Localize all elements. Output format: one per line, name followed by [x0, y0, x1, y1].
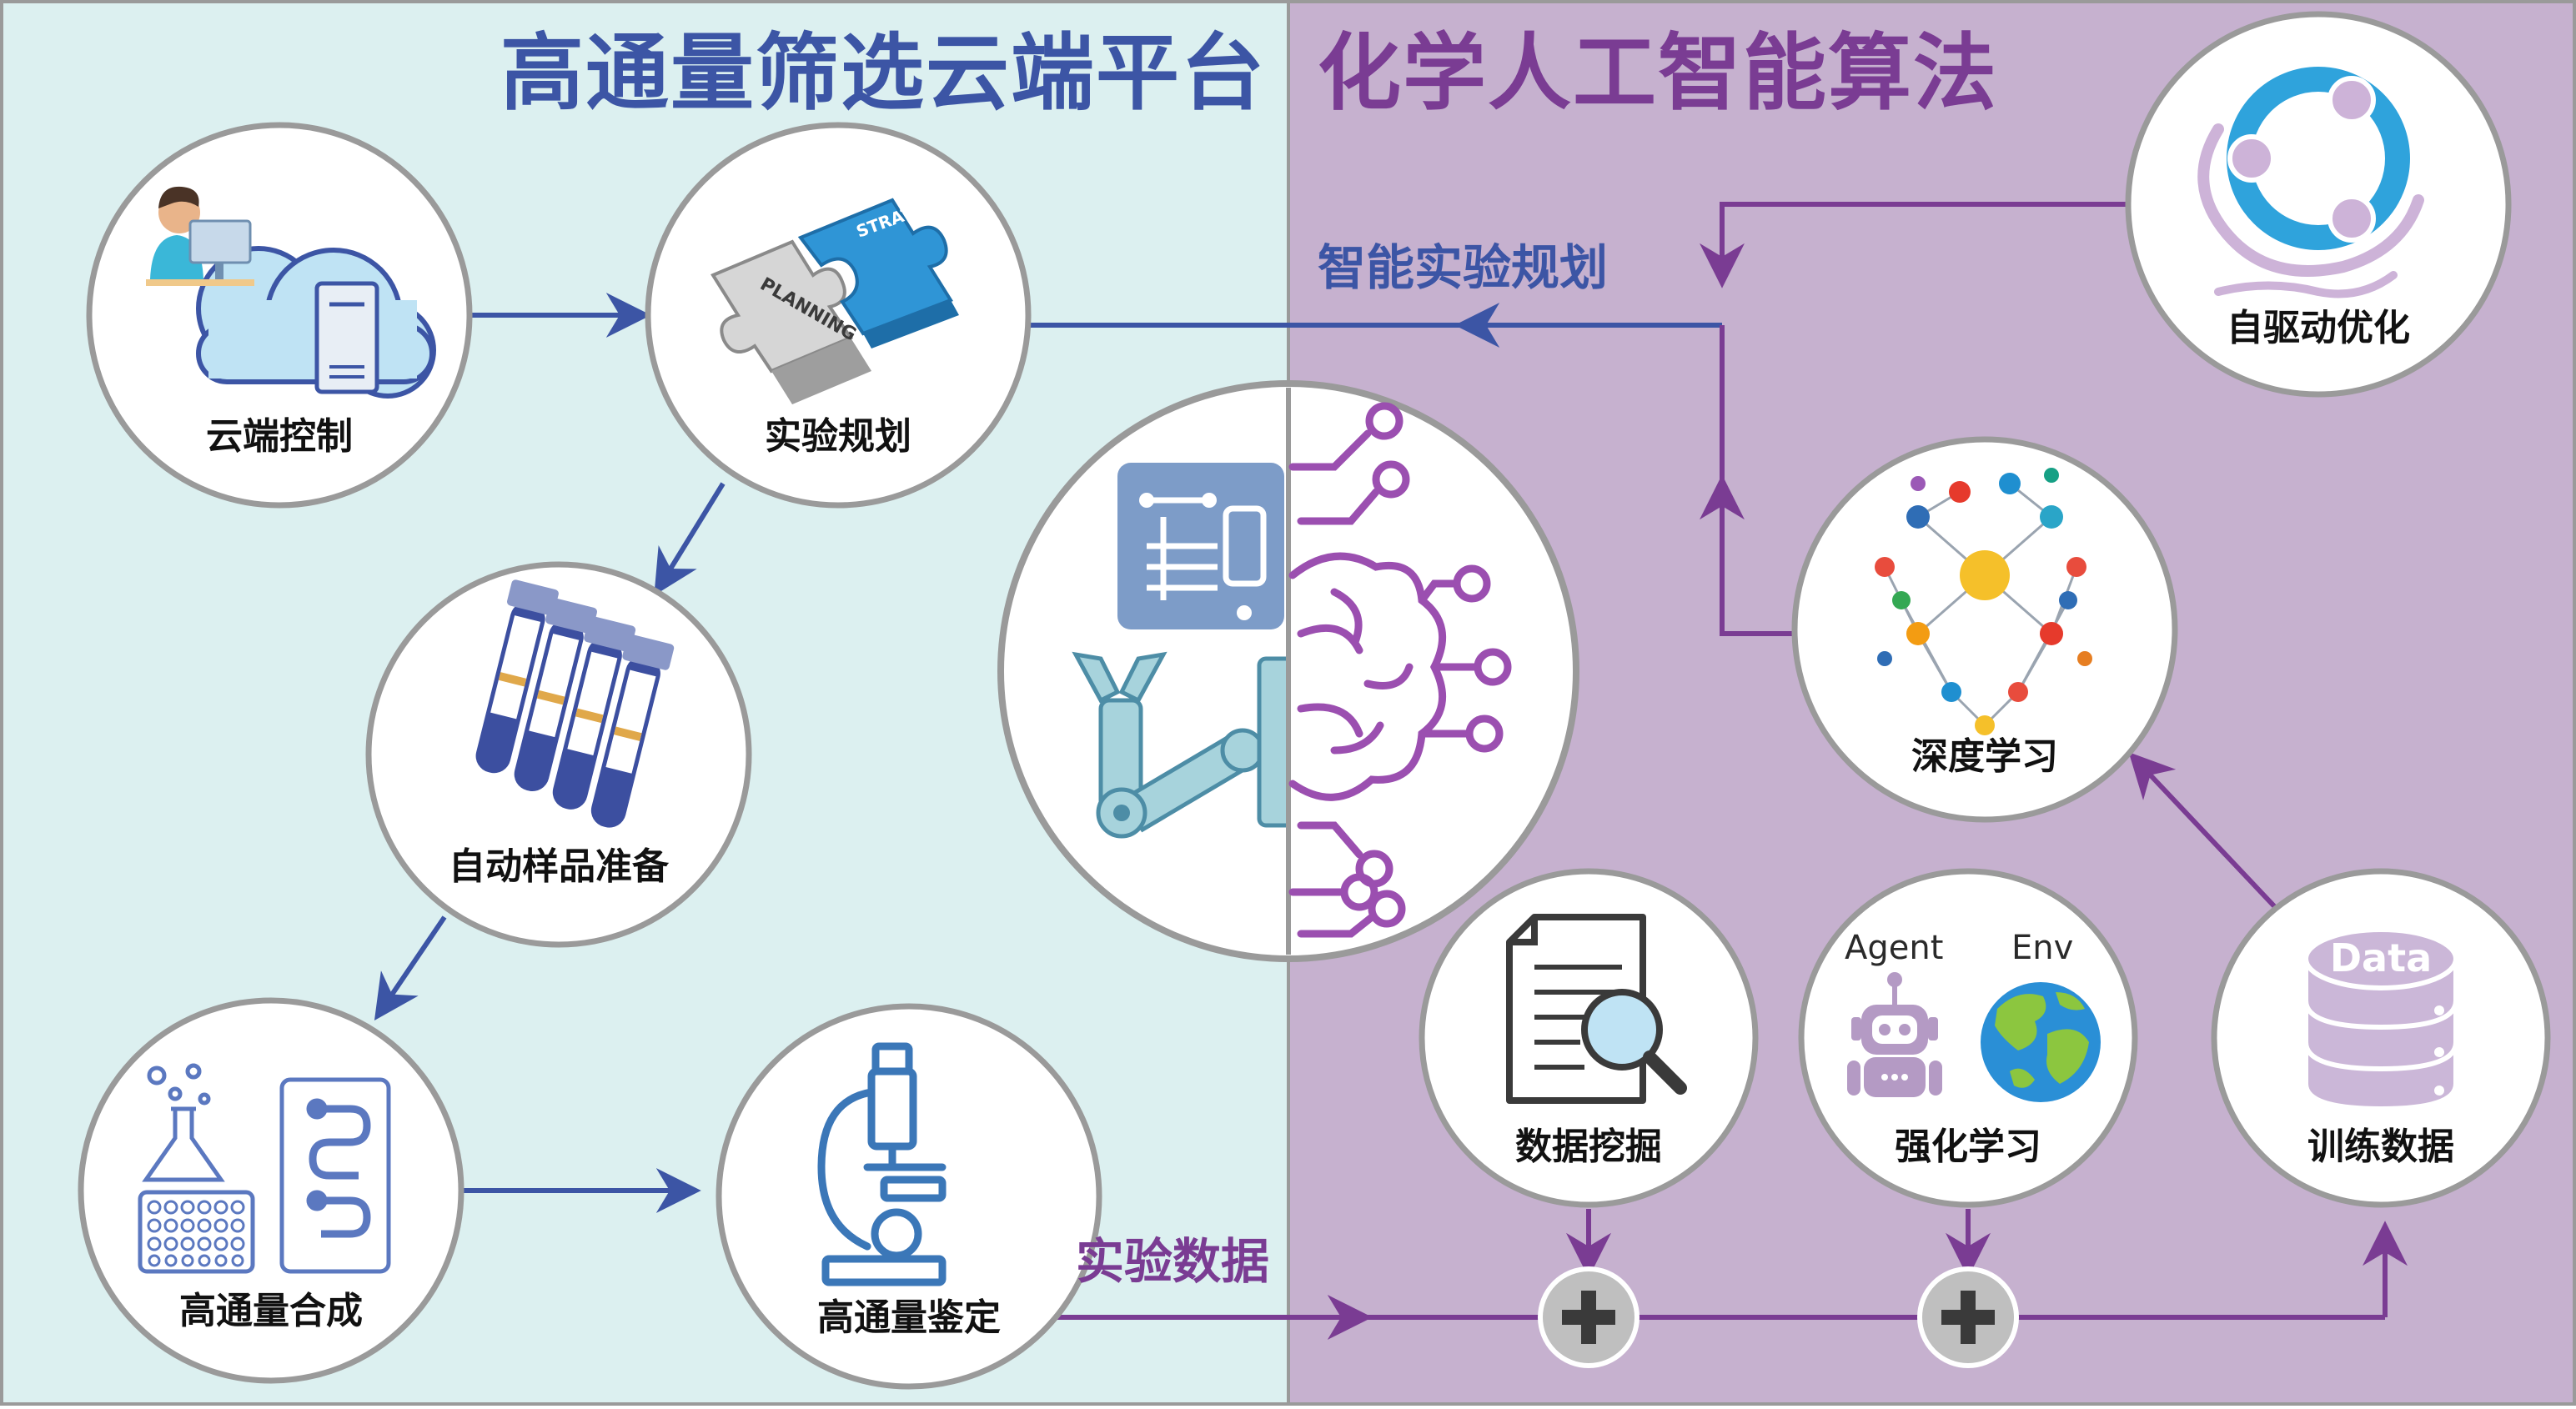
optimization-cycle-icon [2197, 67, 2424, 298]
puzzle-icon [711, 198, 959, 404]
self-driven-optimization-label: 自驱动优化 [2227, 307, 2410, 349]
arrow-planning-to-sample-prep [654, 482, 726, 596]
node-training-data [2211, 868, 2551, 1208]
node-deep-learning [1791, 436, 2178, 823]
microscope-icon [817, 1042, 947, 1286]
data-mining-label: 数据挖掘 [1515, 1126, 1662, 1168]
agent-label: Agent [1845, 929, 1944, 967]
arrow-optimization-to-planning [1700, 202, 2131, 288]
document-search-icon [1506, 914, 1687, 1104]
data-flow-arrows [1038, 202, 2408, 1340]
experiment-data-label: 实验数据 [1076, 1233, 1270, 1290]
node-center-lab-ai [997, 380, 1579, 962]
node-auto-sample-prep [365, 561, 752, 948]
merge-plus-2 [1917, 1266, 2019, 1368]
node-cloud-control [86, 122, 473, 509]
robot-agent-icon [1847, 972, 1942, 1097]
cloud-control-label: 云端控制 [206, 415, 353, 458]
arrow-sample-prep-to-synthesis [374, 915, 447, 1020]
planning-flow-arrows [374, 293, 1722, 1213]
flask-and-plate-icon [138, 1063, 391, 1274]
test-tubes-icon [475, 579, 675, 828]
node-ht-synthesis [78, 997, 464, 1384]
reinforcement-learning-label: 强化学习 [1895, 1126, 2041, 1168]
auto-sample-prep-label: 自动样品准备 [449, 845, 669, 888]
well-plate-dots [147, 1200, 245, 1267]
neural-head-icon [1875, 468, 2092, 735]
person-at-computer-icon [146, 186, 254, 286]
cloud-server-icon [196, 246, 436, 399]
arrow-training-to-deep-learning [2128, 752, 2279, 911]
platform-title: 高通量筛选云端平台 [500, 24, 1266, 122]
node-self-driven-optimization [2125, 11, 2512, 398]
smart-planning-label: 智能实验规划 [1318, 239, 1609, 296]
node-ht-identification [716, 1003, 1102, 1390]
merge-plus-1 [1538, 1266, 1640, 1368]
env-label: Env [2011, 929, 2074, 967]
algorithm-title: 化学人工智能算法 [1318, 24, 1998, 122]
brain-circuit-icon [1288, 402, 1512, 938]
database-icon [2303, 927, 2458, 1112]
node-reinforcement-learning [1798, 868, 2138, 1208]
training-data-label: 训练数据 [2307, 1126, 2454, 1168]
database-data-text: Data [2330, 935, 2432, 980]
robot-arm-icon [1072, 463, 1288, 839]
ht-synthesis-label: 高通量合成 [179, 1290, 363, 1332]
globe-env-icon [1981, 982, 2101, 1102]
node-experiment-planning [645, 122, 1032, 509]
ht-identification-label: 高通量鉴定 [817, 1296, 1001, 1339]
node-data-mining [1419, 868, 1759, 1208]
experiment-planning-label: 实验规划 [765, 415, 911, 458]
arrow-deep-learning-to-planning [1700, 474, 1797, 636]
deep-learning-label: 深度学习 [1911, 735, 2058, 778]
